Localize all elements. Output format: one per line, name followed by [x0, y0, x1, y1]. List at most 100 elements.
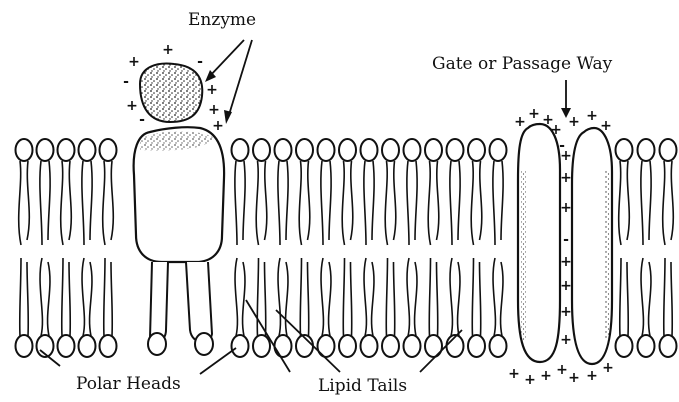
plus-charge-icon: +: [550, 122, 562, 138]
polar-head: [253, 335, 270, 357]
phospholipid: [616, 139, 633, 357]
lipid-tail: [329, 161, 331, 240]
phospholipid: [232, 139, 249, 357]
polar-head: [382, 335, 399, 357]
plus-charge-icon: +: [600, 118, 612, 134]
polar-head: [275, 139, 292, 161]
lipid-tail: [69, 161, 71, 240]
phospholipid: [318, 139, 335, 357]
lipid-tail: [450, 258, 452, 336]
lipid-tail: [257, 258, 258, 336]
lipid-tail: [437, 262, 438, 336]
lipid-tail: [620, 258, 621, 336]
lipid-tail: [329, 262, 331, 336]
plus-charge-icon: +: [568, 114, 580, 130]
lipid-tail: [111, 161, 113, 240]
polar-head: [616, 139, 633, 161]
phospholipid: [382, 139, 399, 357]
lipid-tail: [90, 161, 92, 240]
phospholipid: [58, 139, 75, 357]
lipid-tail: [48, 161, 50, 240]
plus-charge-icon: +: [514, 114, 526, 130]
polar-head: [404, 335, 421, 357]
minus-charge-icon: -: [563, 232, 569, 248]
lipid-tail: [480, 262, 481, 336]
polar-head: [447, 335, 464, 357]
lipid-tail: [82, 161, 84, 245]
phospholipid: [660, 139, 677, 357]
lipid-tail: [82, 258, 84, 336]
lipid-tail: [256, 161, 258, 245]
lipid-tail: [649, 262, 651, 336]
lipid-tail: [501, 262, 503, 336]
plus-charge-icon: +: [128, 54, 140, 70]
lipid-tail: [450, 161, 452, 245]
lipid-tail: [235, 258, 237, 336]
lipid-tail: [351, 262, 352, 336]
lipid-tail: [40, 258, 42, 336]
lipid-tail: [265, 161, 267, 240]
polar-head: [100, 139, 117, 161]
lipid-tail: [372, 262, 374, 336]
phospholipid: [361, 139, 378, 357]
plus-charge-icon: +: [560, 332, 572, 348]
polar-head: [296, 139, 313, 161]
plus-charge-icon: +: [212, 118, 224, 134]
lipid-tail: [27, 161, 29, 240]
lipid-tail: [619, 161, 621, 245]
polar-head: [253, 139, 270, 161]
lipid-tails-label: Lipid Tails: [318, 378, 407, 395]
plus-charge-icon: +: [206, 82, 218, 98]
lipid-tail: [671, 262, 672, 336]
polar-head: [58, 335, 75, 357]
phospholipid: [16, 139, 33, 357]
lipid-tail: [364, 161, 366, 245]
lipid-tail: [429, 258, 430, 336]
plus-charge-icon: +: [568, 370, 580, 386]
enzyme-cap: [140, 64, 202, 122]
lipid-tail: [321, 258, 323, 336]
enzyme-foot-head-right: [195, 333, 213, 355]
plus-charge-icon: +: [586, 108, 598, 124]
lipid-tail: [20, 258, 21, 336]
lipid-tail: [286, 262, 288, 336]
lipid-tail: [641, 161, 643, 245]
lipid-tail: [372, 161, 374, 240]
phospholipid: [404, 139, 421, 357]
lipid-tail: [299, 161, 301, 245]
lipid-tail: [501, 161, 503, 240]
lipid-tail: [308, 262, 309, 336]
phospholipid: [490, 139, 507, 357]
lipid-tail: [386, 258, 387, 336]
polar-head: [361, 335, 378, 357]
lipid-tail: [351, 161, 353, 240]
lipid-tail: [407, 258, 409, 336]
enzyme-foot-head-left: [148, 333, 166, 355]
lipid-tail: [243, 262, 245, 336]
lipid-tail: [493, 258, 495, 336]
lipid-tail: [278, 258, 280, 336]
lipid-tail: [627, 262, 628, 336]
lipid-tail: [48, 262, 50, 336]
phospholipid: [425, 139, 442, 357]
enzyme-foot-left: [150, 262, 168, 342]
lipid-tail: [265, 262, 266, 336]
lipid-tail: [62, 258, 63, 336]
phospholipid: [275, 139, 292, 357]
pointers: [40, 40, 566, 374]
phospholipid: [79, 139, 96, 357]
plus-charge-icon: +: [560, 278, 572, 294]
plus-charge-icon: +: [602, 360, 614, 376]
polar-head: [100, 335, 117, 357]
lipid-tail: [471, 161, 473, 245]
polar-head: [339, 139, 356, 161]
lipid-tail: [61, 161, 63, 245]
lipid-tail: [627, 161, 629, 240]
polar-head: [425, 139, 442, 161]
polar-head: [232, 139, 249, 161]
lipid-tail: [415, 161, 417, 240]
plus-charge-icon: +: [560, 304, 572, 320]
polar-head: [16, 139, 33, 161]
plus-charge-icon: +: [540, 368, 552, 384]
polar-head: [468, 335, 485, 357]
